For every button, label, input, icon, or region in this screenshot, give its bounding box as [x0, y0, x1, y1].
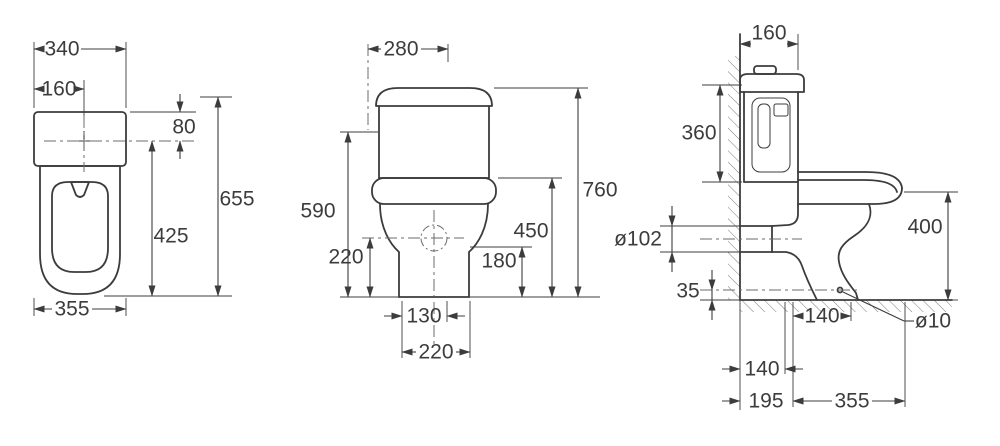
dim-side-140-wall: 140 [722, 358, 803, 381]
seat-cover-side [797, 171, 903, 189]
side-view: 160 360 ø102 35 400 140 [614, 22, 958, 413]
dim-side-355-label: 355 [834, 390, 869, 413]
dim-front-280: 280 [367, 38, 449, 61]
cistern-internals [751, 97, 791, 173]
flush-valve [773, 103, 789, 117]
dim-side-400: 400 [907, 191, 952, 301]
side-view-outline [739, 33, 953, 301]
trap-profile [771, 251, 818, 301]
dim-top-425: 425 [148, 140, 189, 297]
dim-front-180-label: 180 [481, 250, 516, 273]
dim-side-10-label: ø10 [915, 310, 951, 333]
flush-button [753, 65, 777, 75]
cistern-top-outline [33, 111, 127, 167]
dim-side-160-label: 160 [751, 22, 786, 45]
front-view-extension-lines [340, 44, 600, 358]
bowl-right-outline [468, 203, 489, 298]
dim-top-340: 340 [33, 38, 127, 61]
dim-top-355: 355 [33, 298, 127, 321]
top-view: 340 160 80 425 655 355 [33, 38, 255, 321]
dim-front-220-outlet-label: 220 [328, 246, 363, 269]
dim-front-130: 130 [384, 305, 465, 328]
dim-side-140-fixing: 140 [792, 305, 852, 328]
top-view-centerlines [44, 116, 196, 172]
cistern-lid-side [739, 73, 805, 93]
dim-front-760-label: 760 [582, 179, 617, 202]
dim-side-102-label: ø102 [614, 228, 662, 251]
wall-hatching [728, 56, 740, 300]
cistern-inner-wall [751, 97, 791, 173]
dim-top-425-label: 425 [153, 225, 188, 248]
cistern-body-outline [378, 105, 490, 179]
dim-side-360: 360 [681, 84, 724, 183]
dim-side-195-label: 195 [748, 390, 783, 413]
flush-jet-outline [70, 181, 90, 198]
dim-side-140-fixing-label: 140 [804, 305, 839, 328]
dim-front-450: 450 [513, 177, 556, 298]
dim-top-655-label: 655 [219, 188, 254, 211]
dim-top-655: 655 [214, 96, 255, 297]
bowl-inner-outline [51, 181, 109, 273]
rim-side [797, 187, 903, 205]
dim-front-450-label: 450 [513, 220, 548, 243]
dim-top-160-label: 160 [41, 78, 76, 101]
dim-side-35: 35 [676, 270, 716, 320]
dim-side-35-label: 35 [676, 280, 699, 303]
dim-top-355-label: 355 [54, 298, 89, 321]
dim-front-760: 760 [574, 87, 618, 298]
bowl-front-profile [837, 203, 872, 301]
dim-side-400-label: 400 [907, 216, 942, 239]
dim-top-160: 160 [33, 78, 85, 101]
bowl-left-outline [379, 203, 400, 298]
dim-front-180: 180 [481, 246, 526, 298]
bowl-outer-outline [39, 165, 121, 295]
side-view-centerlines [700, 238, 858, 291]
dim-top-80-label: 80 [172, 116, 195, 139]
seat-side [797, 179, 898, 193]
dim-front-220-outlet: 220 [328, 237, 374, 298]
top-view-outline [33, 111, 127, 295]
dim-side-360-label: 360 [681, 122, 716, 145]
dim-side-140-wall-label: 140 [744, 358, 779, 381]
dim-side-10: ø10 [842, 291, 951, 333]
dim-front-590-label: 590 [300, 200, 335, 223]
dim-side-355: 355 [792, 390, 906, 413]
cistern-lid-outline [375, 87, 493, 107]
dim-front-130-label: 130 [406, 305, 441, 328]
dim-side-160: 160 [739, 22, 799, 48]
dim-front-220-base: 220 [401, 341, 471, 364]
dim-side-102: ø102 [614, 206, 676, 272]
front-view-centerlines [362, 44, 464, 345]
dim-front-220-base-label: 220 [418, 341, 453, 364]
rim-outline [371, 177, 497, 205]
dim-top-80: 80 [172, 94, 196, 159]
front-view: 280 590 760 450 220 180 [300, 38, 617, 364]
fill-valve [757, 103, 771, 149]
dim-front-280-label: 280 [383, 38, 418, 61]
dim-top-340-label: 340 [44, 38, 79, 61]
dim-front-590: 590 [300, 131, 352, 298]
bowl-back-profile [771, 205, 799, 227]
